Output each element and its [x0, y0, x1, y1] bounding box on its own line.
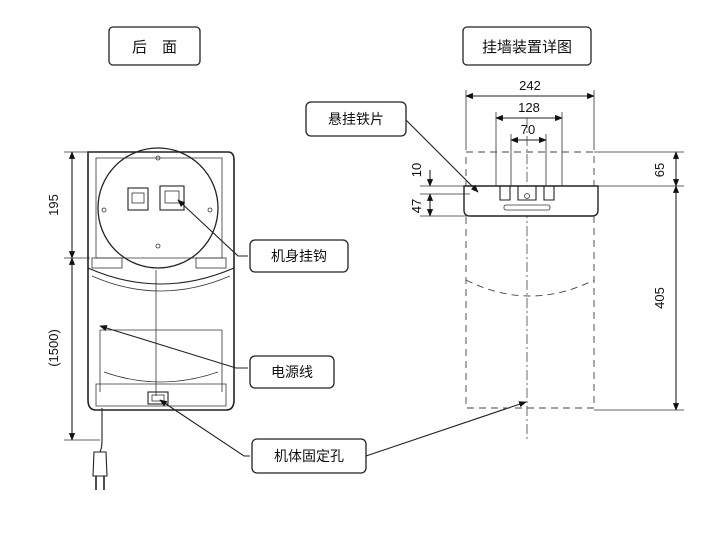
- hook-label: 机身挂钩: [271, 249, 327, 265]
- rear-view-header: 后 面: [108, 26, 201, 66]
- dim-1500-label: (1500): [46, 329, 61, 367]
- dim-10-label: 10: [409, 163, 424, 177]
- dim-242-label: 242: [519, 78, 541, 93]
- wall-mount-detail-title: 挂墙装置详图: [482, 38, 572, 56]
- power-cord-label: 电源线: [271, 365, 313, 381]
- dim-405-label: 405: [652, 287, 667, 309]
- dim-65-label: 65: [652, 163, 667, 177]
- right-vertical-dimensions: [420, 151, 684, 411]
- right-horizontal-dimensions: [465, 90, 595, 186]
- dim-47-label: 47: [409, 199, 424, 213]
- hook-callout: 机身挂钩: [177, 199, 349, 273]
- left-dimension-lines: [64, 151, 100, 441]
- hanging-plate-label: 悬挂铁片: [328, 112, 384, 128]
- power-cord-callout: 电源线: [99, 325, 335, 389]
- dim-128-label: 128: [518, 100, 540, 115]
- wall-mount-detail-header: 挂墙装置详图: [462, 26, 592, 66]
- dryer-rear-view: [87, 147, 235, 490]
- wall-mount-detail: [463, 118, 599, 440]
- hanging-plate-callout: 悬挂铁片: [305, 101, 479, 193]
- fix-hole-label: 机体固定孔: [274, 449, 344, 465]
- dim-70-label: 70: [521, 122, 535, 137]
- fix-hole-callout: 机体固定孔: [159, 399, 527, 474]
- dim-195-label: 195: [46, 194, 61, 216]
- rear-view-title: 后 面: [132, 38, 177, 56]
